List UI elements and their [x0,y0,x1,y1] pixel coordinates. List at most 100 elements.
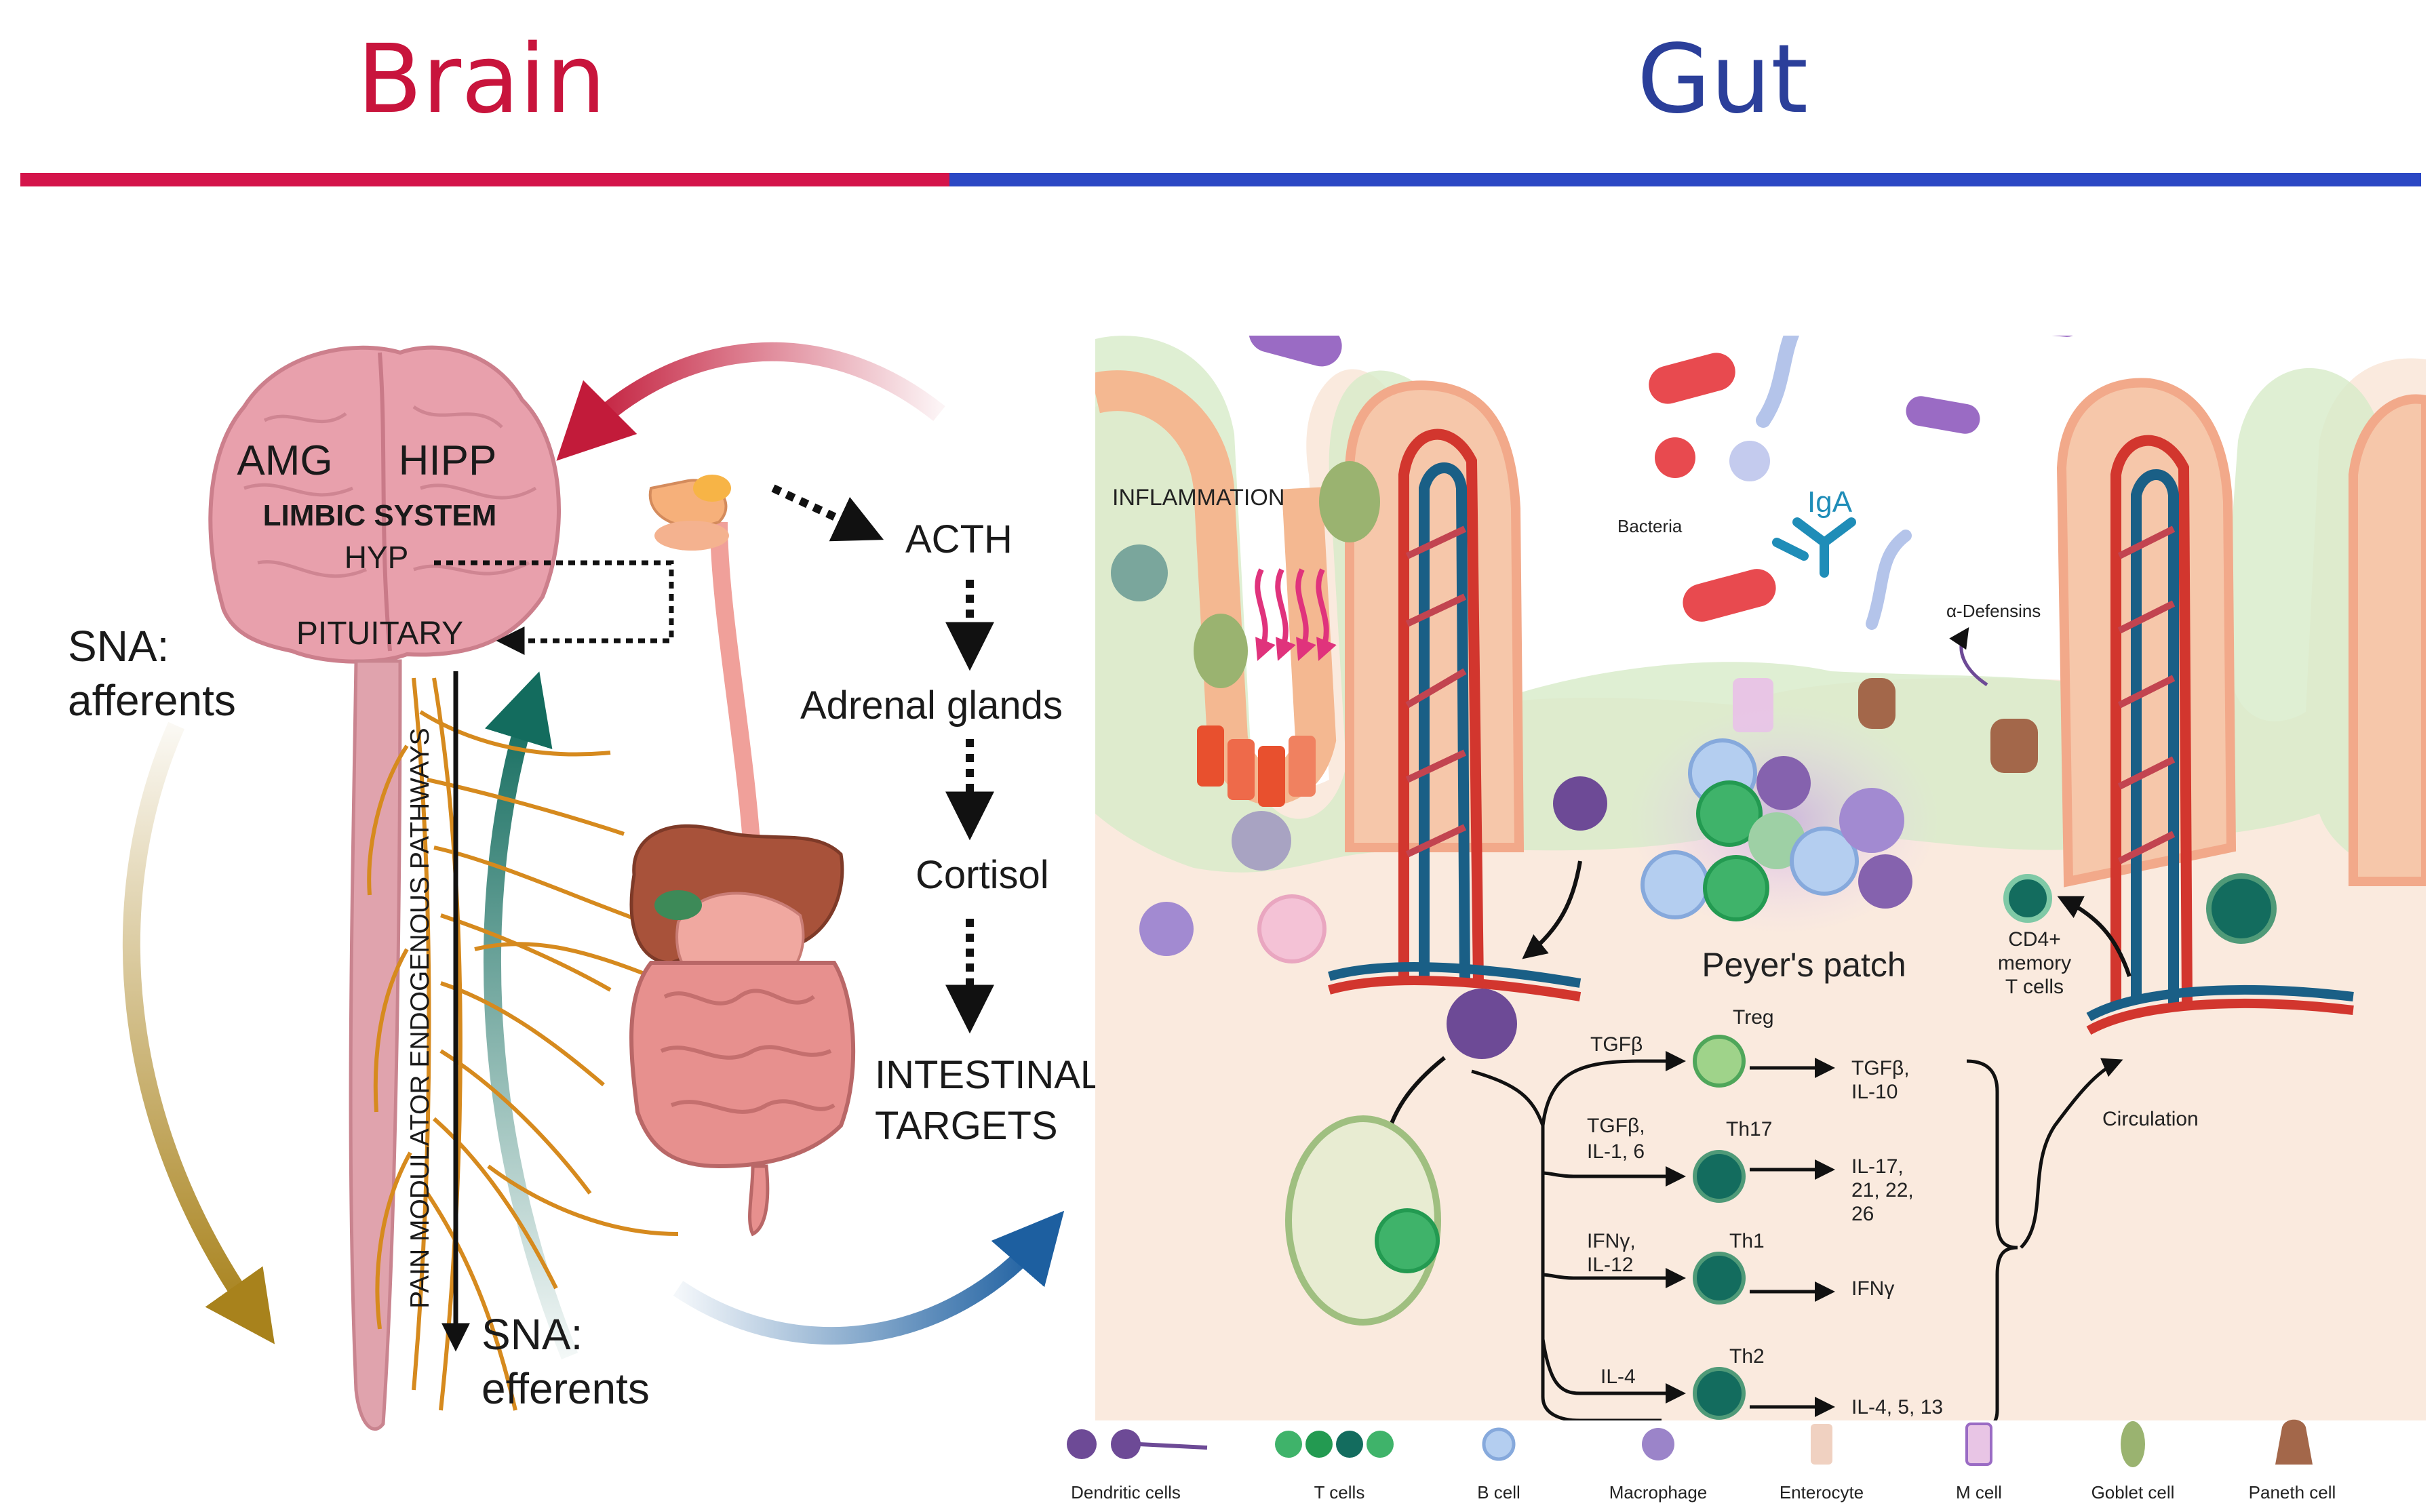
lower-vein [1328,962,1582,988]
cd4-memory-t-cell [2003,874,2052,923]
cytokine-bracket [1966,1059,2018,1420]
cd4-label-2: memory [1998,952,2071,974]
gut-title: Gut [1637,24,1808,135]
far-right-villus [2349,394,2426,886]
goblet-cell-icon [2121,1421,2145,1467]
hipp-label: HIPP [399,437,497,484]
cortisol-label: Cortisol [916,853,1049,897]
pituitary-label: PITUITARY [296,616,463,652]
inflamed-cells [1197,725,1316,807]
spinal-cord [349,659,402,1431]
digestive-tract-illustration [629,475,856,1237]
enterocyte-icon [1811,1424,1832,1465]
circulation-label: Circulation [2102,1108,2199,1130]
amg-label: AMG [237,437,332,484]
t-cell-differentiation: TGFβ Treg TGFβ, IL-10 TGFβ, IL-1, 6 Th17… [1471,1006,2199,1420]
brain-panel: AMG HIPP LIMBIC SYSTEM HYP PITUITARY [68,342,1102,1431]
legend-label-paneth: Paneth cell [2249,1482,2336,1503]
inflammation-arrows [1255,568,1337,661]
afferent-gold-arrow [122,721,275,1345]
to-acth-dotted-arrow [771,484,884,542]
th1-label: Th1 [1729,1230,1765,1252]
hyp-label: HYP [345,540,409,575]
cd4-homing-arrow [2057,896,2132,977]
th17-output-1: IL-17, [1851,1155,1904,1178]
th2-cell [1693,1367,1746,1420]
paneth-cell-shape [1858,678,1895,729]
bacteria-illustrations [1249,336,2082,630]
th17-label: Th17 [1726,1118,1772,1140]
central-villus-vessels [1398,429,1484,984]
treg-output-2: IL-10 [1851,1081,1898,1103]
brain-illustration: AMG HIPP LIMBIC SYSTEM HYP PITUITARY [208,345,561,664]
th2-output-1: IL-4, 5, 13 [1851,1396,1943,1418]
pain-pathway-label: PAIN MODULATOR ENDOGENOUS PATHWAYS [406,728,435,1309]
right-villus [2056,378,2237,888]
cd4-label-1: CD4+ [2008,928,2061,951]
paneth-cell-icon [2275,1419,2313,1465]
adrenal-glands-label: Adrenal glands [800,683,1063,728]
th17-input-1: TGFβ, [1587,1115,1645,1137]
th2-input-1: IL-4 [1600,1366,1636,1388]
sna-afferents-label-1: SNA: [68,622,169,671]
sna-efferents-label-1: SNA: [482,1310,583,1359]
treg-label: Treg [1733,1006,1774,1029]
cd4-memory-t-cell-2 [2206,873,2277,944]
treg-cell [1693,1035,1746,1088]
dendritic-cell-icon [1067,1429,1097,1459]
macrophage-icon [1642,1428,1674,1460]
dendritic-migration-arrow-1 [1522,860,1582,959]
brain-divider-bar [20,173,949,186]
legend-label-macrophage: Macrophage [1609,1482,1708,1503]
m-cell-icon [1965,1423,1992,1466]
brain-to-gut-arrow [673,1210,1065,1345]
mast-cell [1257,894,1327,963]
legend-item-paneth: Paneth cell [2249,1419,2336,1503]
macrophage-cell [1232,811,1291,871]
header: Brain Gut [20,24,2421,186]
right-vein [2086,985,2354,1022]
legend-label-t-cells: T cells [1314,1482,1365,1503]
th17-output-2: 21, 22, [1851,1179,1914,1201]
th17-output-3: 26 [1851,1203,1874,1225]
goblet-cells [1194,461,1380,688]
legend-label-enterocyte: Enterocyte [1780,1482,1864,1503]
treg-input-1: TGFβ [1590,1033,1643,1056]
legend-item-macrophage: Macrophage [1609,1428,1708,1503]
cell-legend: Dendritic cells T cells B cell Macrophag… [1067,1419,2336,1503]
defensins-arrow [1949,627,1988,687]
sna-efferents-label-2: efferents [482,1364,650,1413]
legend-item-t-cells: T cells [1275,1431,1394,1503]
nerve-branches [367,677,679,1411]
gut-divider-bar [949,173,2421,186]
legend-label-goblet: Goblet cell [2091,1482,2175,1503]
intestinal-targets-label-1: INTESTINAL [875,1053,1102,1097]
legend-item-b-cell: B cell [1477,1427,1520,1503]
treg-output-1: TGFβ, [1851,1057,1910,1079]
lower-artery [1328,976,1582,1001]
limbic-system-label: LIMBIC SYSTEM [263,499,497,532]
inflammation-label: INFLAMMATION [1112,485,1284,511]
legend-item-goblet: Goblet cell [2091,1421,2175,1503]
peyers-patch-cells [1641,738,1912,921]
intestinal-targets-label-2: TARGETS [875,1104,1058,1148]
th1-cell [1693,1252,1746,1305]
lymph-node-t-cell [1375,1208,1440,1273]
plasma-cell [1111,544,1168,601]
th17-input-2: IL-1, 6 [1587,1140,1645,1163]
iga-antibody-icon [1772,517,1856,578]
legend-item-m-cell: M cell [1956,1423,2002,1503]
th1-input-2: IL-12 [1587,1254,1633,1276]
legend-item-dendritic: Dendritic cells [1067,1429,1208,1503]
bacteria-label: Bacteria [1617,516,1683,536]
th17-cell [1693,1150,1746,1203]
right-villus-vessels [2110,435,2193,1004]
cd4-label-3: T cells [2005,976,2064,998]
paneth-cell-shape-2 [1990,719,2038,773]
right-artery [2086,999,2354,1035]
b-cell-icon [1482,1427,1516,1461]
peyers-patch-label: Peyer's patch [1702,946,1906,984]
iga-label: IgA [1807,485,1853,519]
legend-label-dendritic: Dendritic cells [1071,1482,1181,1503]
